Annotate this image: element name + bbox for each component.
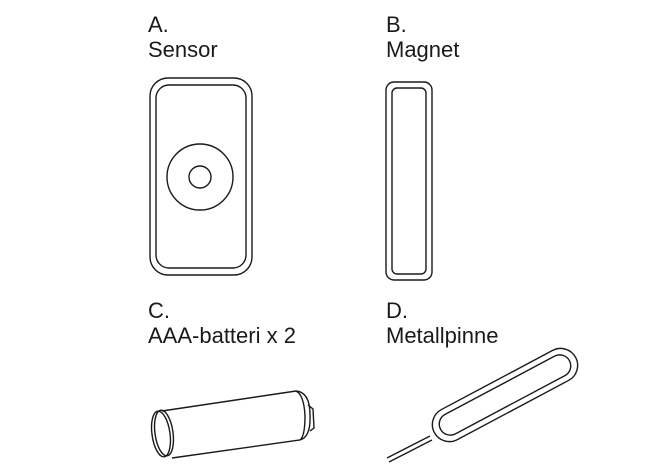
magnet-drawing xyxy=(385,81,433,281)
item-a-letter: A. xyxy=(148,12,169,37)
item-b-name: Magnet xyxy=(386,37,460,62)
item-c-name: AAA-batteri x 2 xyxy=(148,323,296,348)
item-c-label: C.AAA-batteri x 2 xyxy=(148,298,296,348)
item-a-name: Sensor xyxy=(148,37,218,62)
item-d-name: Metallpinne xyxy=(386,323,499,348)
item-b-letter: B. xyxy=(386,12,407,37)
item-a-label: A.Sensor xyxy=(148,12,218,62)
item-b-label: B.Magnet xyxy=(386,12,459,62)
item-c-letter: C. xyxy=(148,298,170,323)
battery-drawing xyxy=(150,390,315,459)
item-d-label: D.Metallpinne xyxy=(386,298,499,348)
item-d-letter: D. xyxy=(386,298,408,323)
metal-pin-drawing xyxy=(386,347,579,463)
sensor-drawing xyxy=(149,77,253,276)
